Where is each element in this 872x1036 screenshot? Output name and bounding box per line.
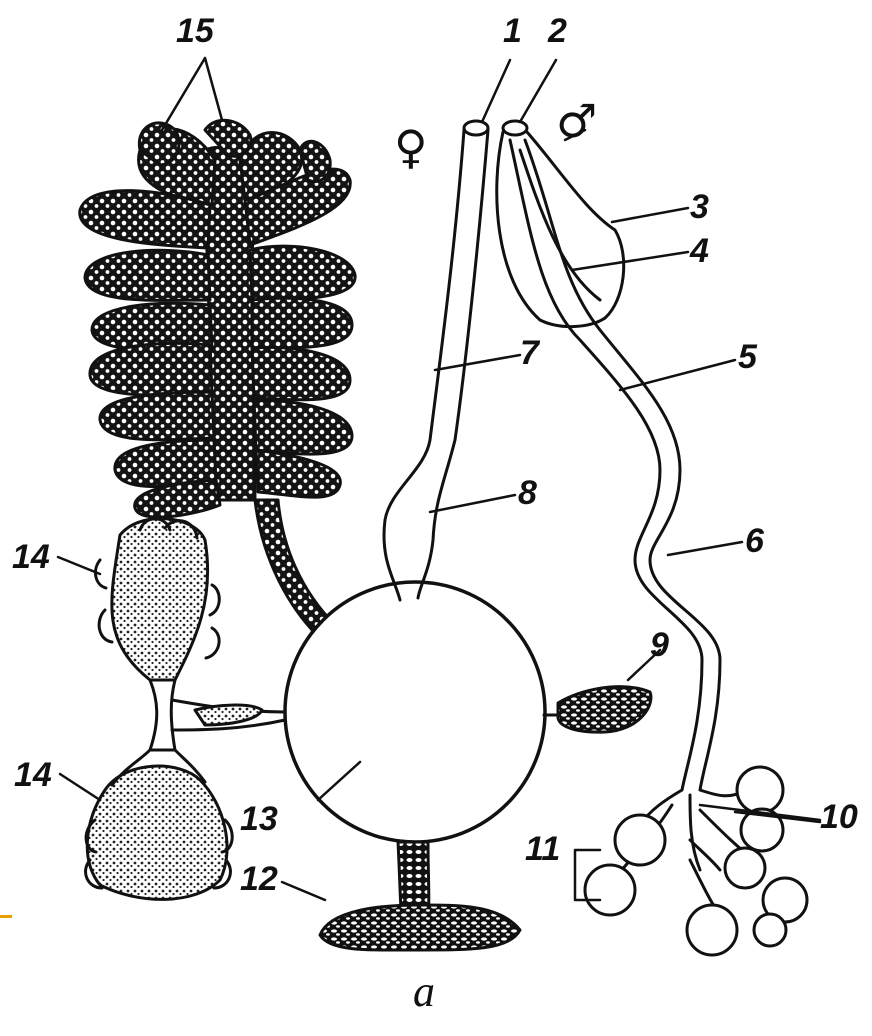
accent-mark (0, 915, 12, 918)
label-14-top: 14 (12, 540, 50, 574)
label-14-bottom: 14 (14, 758, 52, 792)
organ-10-11 (585, 767, 807, 955)
label-12: 12 (240, 862, 278, 896)
label-8: 8 (518, 476, 537, 510)
label-9: 9 (650, 628, 669, 662)
label-15: 15 (176, 14, 214, 48)
label-7: 7 (520, 336, 539, 370)
organ-9 (544, 687, 651, 733)
label-1: 1 (503, 14, 522, 48)
tube-female (384, 121, 488, 600)
figure-caption: a (413, 970, 435, 1014)
label-5: 5 (738, 340, 757, 374)
label-2: 2 (548, 14, 567, 48)
organ-12 (320, 842, 520, 950)
label-10: 10 (820, 800, 858, 834)
label-11: 11 (525, 832, 560, 866)
label-3: 3 (690, 190, 709, 224)
gland-14 (86, 519, 285, 900)
label-4: 4 (690, 234, 709, 268)
male-symbol-icon: ♂ (556, 98, 597, 144)
organ-13-sphere (285, 582, 545, 842)
female-symbol-icon: ♀ (394, 124, 428, 170)
label-13: 13 (240, 802, 278, 836)
label-6: 6 (745, 524, 764, 558)
